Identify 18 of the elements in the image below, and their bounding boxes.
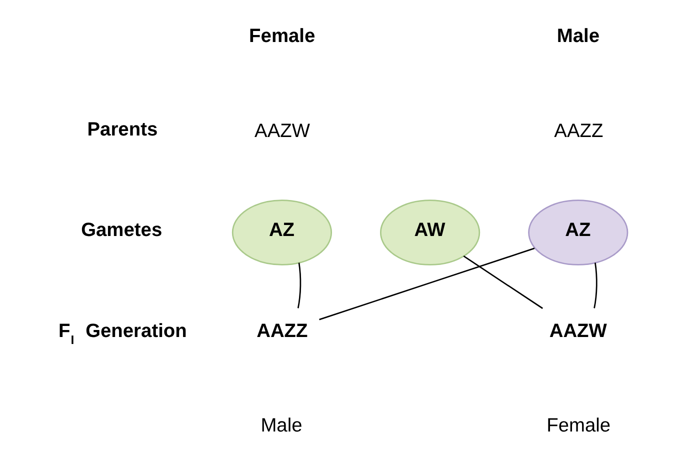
label: Male <box>260 416 302 437</box>
connector <box>462 256 542 309</box>
label: Parents <box>86 119 158 140</box>
label: Male <box>556 26 600 48</box>
label: AAZZ <box>554 120 603 142</box>
label: Female <box>248 26 315 48</box>
node-text: AAZW <box>548 320 606 342</box>
node-ellipse: AZ <box>528 200 628 266</box>
label: Female <box>546 416 610 437</box>
node-ellipse: AZ <box>231 200 332 266</box>
connector <box>593 262 597 308</box>
connector <box>318 248 534 320</box>
label: Gametes <box>80 220 162 242</box>
label: F$_{I}$ Generation <box>58 320 186 347</box>
connector <box>296 262 301 308</box>
label: AAZW <box>254 120 310 142</box>
node-text: AAZZ <box>256 320 308 342</box>
node-ellipse: AW <box>380 200 480 266</box>
